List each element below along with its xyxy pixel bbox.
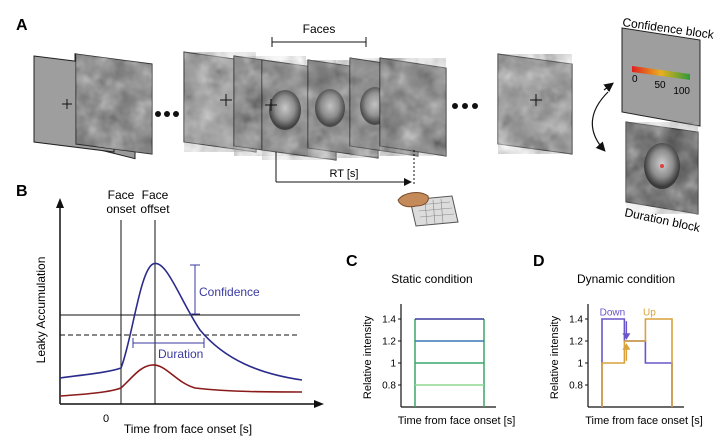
confidence-bracket xyxy=(190,264,200,315)
branch-arrows xyxy=(591,82,614,152)
confidence-block-screen xyxy=(621,27,701,127)
face-offset-label-2: offset xyxy=(140,202,170,216)
noise-frame-final xyxy=(497,53,573,155)
face-onset-label-1: Face xyxy=(108,188,135,202)
panel-b-axes xyxy=(56,198,324,408)
panel-c-title: Static condition xyxy=(391,272,472,286)
face-onset-label-2: onset xyxy=(106,202,136,216)
keyboard-hand-icon xyxy=(397,192,459,227)
series-label-up: Up xyxy=(643,308,656,319)
y-axis-label: Relative intensity xyxy=(362,315,374,399)
duration-block-screen xyxy=(625,121,699,215)
blue-accumulation-curve xyxy=(59,262,303,381)
panel-d-title: Dynamic condition xyxy=(577,272,675,286)
ellipsis-2 xyxy=(452,103,478,109)
panel-b-ylabel: Leaky Accumulation xyxy=(34,257,48,364)
panel-b-xlabel: Time from face onset [s] xyxy=(124,422,252,436)
scale-max: 100 xyxy=(673,86,690,97)
red-accumulation-curve xyxy=(59,364,303,397)
y-tick-label: 1.2 xyxy=(382,337,396,348)
panel-label-a: A xyxy=(16,17,28,34)
confidence-label: Confidence xyxy=(199,285,260,299)
up-arrow-icon xyxy=(622,343,631,350)
y-tick-label: 1.4 xyxy=(569,315,583,326)
y-tick-label: 1.2 xyxy=(569,337,583,348)
y-tick-label: 0.8 xyxy=(569,381,583,392)
panel-label-d: D xyxy=(533,253,545,270)
x-axis-label: Time from face onset [s] xyxy=(398,415,516,427)
x-axis-label: Time from face onset [s] xyxy=(585,415,703,427)
y-tick-label: 1 xyxy=(390,359,396,370)
y-tick-label: 0.8 xyxy=(382,381,396,392)
ellipsis-1 xyxy=(155,111,179,117)
scale-mid: 50 xyxy=(654,80,666,91)
y-tick-label: 1 xyxy=(577,359,583,370)
face-offset-label-1: Face xyxy=(142,188,169,202)
rt-arrow xyxy=(275,150,415,186)
faces-label: Faces xyxy=(303,22,336,36)
panel-label-b: B xyxy=(16,183,28,200)
panel-b-zero-tick: 0 xyxy=(103,413,109,425)
rt-label: RT [s] xyxy=(330,168,359,180)
duration-label: Duration xyxy=(158,347,203,361)
panel-label-c: C xyxy=(346,253,358,270)
duration-bracket xyxy=(132,338,205,348)
series-label-down: Down xyxy=(600,308,626,319)
y-tick-label: 1.4 xyxy=(382,315,396,326)
faces-bracket xyxy=(271,37,367,47)
scale-min: 0 xyxy=(632,74,638,85)
down-arrow-icon xyxy=(622,333,631,340)
y-axis-label: Relative intensity xyxy=(549,315,561,399)
face-frames xyxy=(183,51,447,161)
series-up xyxy=(601,318,673,407)
